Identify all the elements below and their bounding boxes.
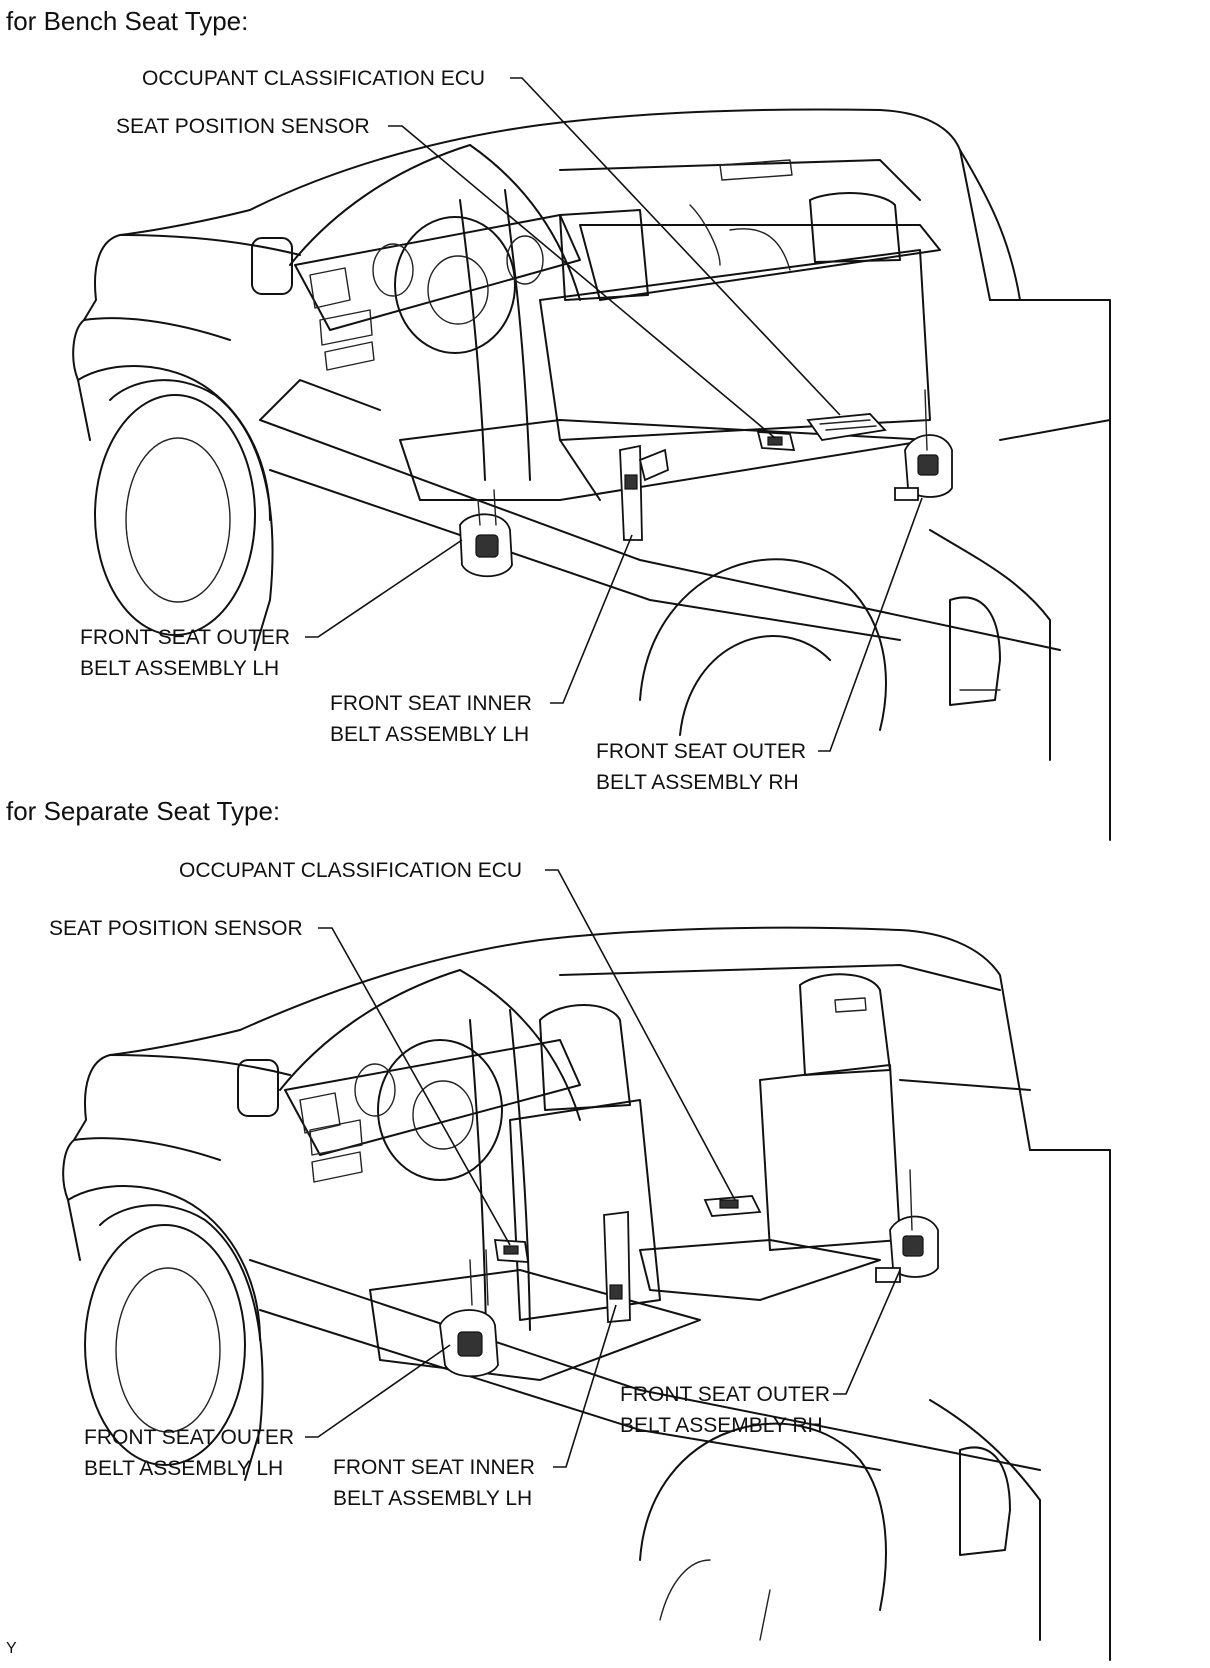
bench-truck-illustration <box>72 77 1111 841</box>
separate-outer-belt-rh-part <box>875 1169 939 1283</box>
bench-outer-belt-rh-part <box>894 389 953 501</box>
separate-outer-lh-label: FRONT SEAT OUTER BELT ASSEMBLY LH <box>84 1422 294 1484</box>
separate-occupant-ecu-part <box>703 1195 762 1217</box>
separate-inner-lh-label-line1: FRONT SEAT INNER <box>333 1456 535 1479</box>
bench-outer-rh-label-line2: BELT ASSEMBLY RH <box>596 771 799 794</box>
separate-seat-sensor-label-line: SEAT POSITION SENSOR <box>49 917 303 940</box>
separate-seat-section-title: for Separate Seat Type: <box>6 796 281 826</box>
bench-outer-lh-label: FRONT SEAT OUTER BELT ASSEMBLY LH <box>80 622 290 684</box>
bench-seat-sensor-label-line: SEAT POSITION SENSOR <box>116 115 370 138</box>
separate-seat-position-sensor-part <box>493 1239 530 1263</box>
bench-outer-lh-label-line2: BELT ASSEMBLY LH <box>80 657 280 680</box>
separate-outer-rh-label: FRONT SEAT OUTER BELT ASSEMBLY RH <box>620 1379 830 1441</box>
separate-truck-illustration <box>62 869 1111 1661</box>
bench-inner-lh-label-line1: FRONT SEAT INNER <box>330 692 532 715</box>
separate-outer-lh-label-line2: BELT ASSEMBLY LH <box>84 1457 284 1480</box>
separate-ecu-label-line: OCCUPANT CLASSIFICATION ECU <box>179 859 523 882</box>
separate-outer-rh-label-line1: FRONT SEAT OUTER <box>620 1383 831 1406</box>
separate-inner-lh-label-line2: BELT ASSEMBLY LH <box>333 1487 533 1510</box>
separate-outer-rh-label-line2: BELT ASSEMBLY RH <box>620 1414 823 1437</box>
bench-outer-belt-lh-part <box>459 489 513 578</box>
separate-inner-lh-label: FRONT SEAT INNER BELT ASSEMBLY LH <box>333 1452 535 1514</box>
corner-mark: Y <box>6 1640 17 1657</box>
bench-seat-position-sensor-part <box>756 431 796 451</box>
separate-outer-lh-label-line1: FRONT SEAT OUTER <box>84 1426 295 1449</box>
separate-outer-belt-lh-part <box>439 1249 499 1378</box>
bench-inner-belt-lh-part <box>619 444 669 541</box>
bench-inner-lh-label: FRONT SEAT INNER BELT ASSEMBLY LH <box>330 688 532 750</box>
bench-outer-rh-label-line1: FRONT SEAT OUTER <box>596 740 807 763</box>
bench-outer-rh-label: FRONT SEAT OUTER BELT ASSEMBLY RH <box>596 736 806 798</box>
bench-outer-lh-label-line1: FRONT SEAT OUTER <box>80 626 291 649</box>
separate-inner-belt-lh-part <box>603 1210 631 1323</box>
bench-inner-lh-label-line2: BELT ASSEMBLY LH <box>330 723 530 746</box>
bench-seat-sensor-label: SEAT POSITION SENSOR <box>116 111 370 142</box>
bench-ecu-label: OCCUPANT CLASSIFICATION ECU <box>142 63 485 94</box>
separate-ecu-label: OCCUPANT CLASSIFICATION ECU <box>179 855 522 886</box>
separate-seat-sensor-label: SEAT POSITION SENSOR <box>49 913 303 944</box>
bench-ecu-label-line: OCCUPANT CLASSIFICATION ECU <box>142 67 486 90</box>
bench-seat-section-title: for Bench Seat Type: <box>6 6 249 36</box>
bench-occupant-ecu-part <box>806 413 887 441</box>
